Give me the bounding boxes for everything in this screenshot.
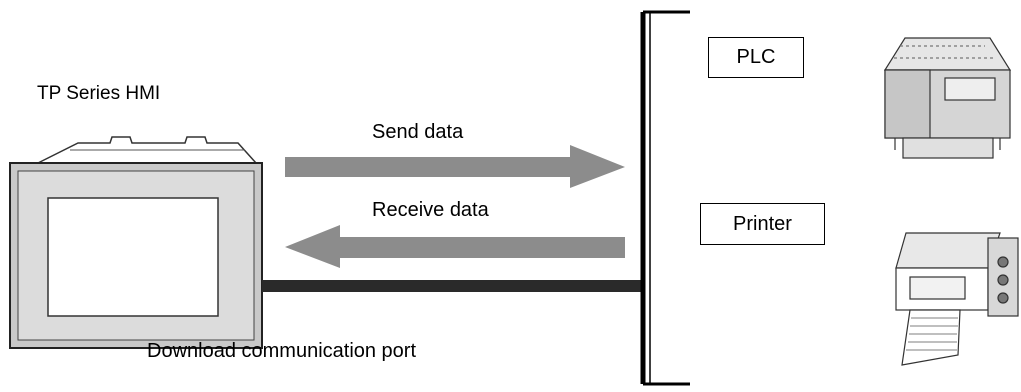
download-cable <box>262 280 642 292</box>
plc-label-box: PLC <box>708 37 804 78</box>
plc-illustration <box>883 37 1012 159</box>
printer-illustration <box>895 232 1019 366</box>
receive-data-arrow <box>285 225 625 268</box>
send-data-label: Send data <box>372 121 464 143</box>
hmi-title: TP Series HMI <box>37 83 161 104</box>
printer-label-box: Printer <box>700 203 825 245</box>
send-data-arrow <box>285 145 625 188</box>
communication-bus <box>640 10 690 386</box>
receive-data-label: Receive data <box>372 199 489 221</box>
plc-label: PLC <box>736 46 776 68</box>
download-port-label: Download communication port <box>147 340 417 362</box>
hmi-device-illustration <box>9 136 263 349</box>
printer-label: Printer <box>733 212 792 235</box>
